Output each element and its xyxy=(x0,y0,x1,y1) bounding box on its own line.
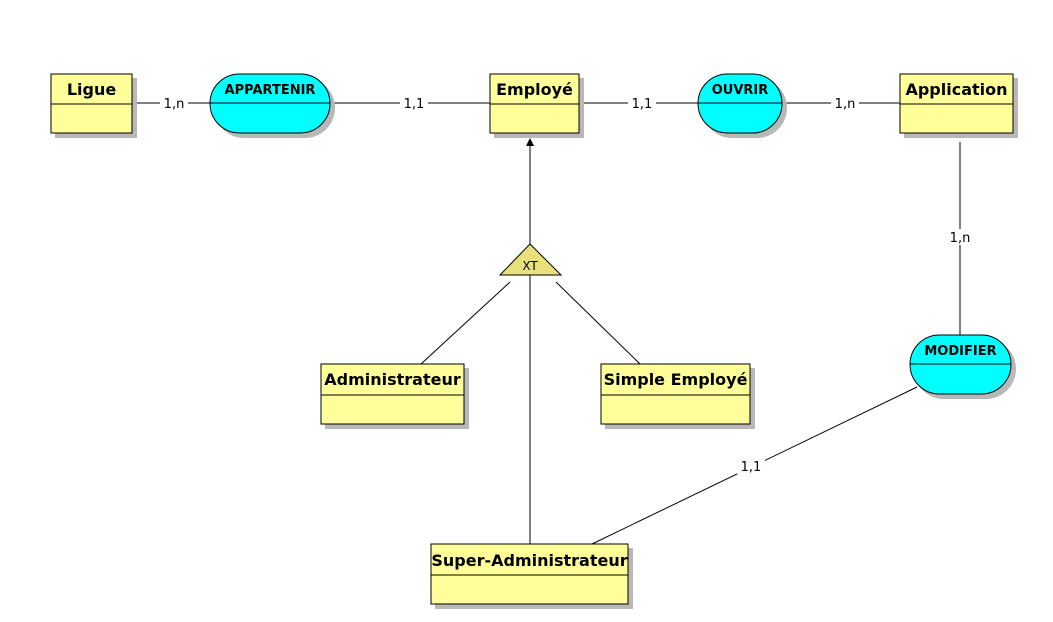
cardinality-application-modifier: 1,n xyxy=(950,231,971,246)
association-ouvrir-title: OUVRIR xyxy=(712,83,769,98)
entity-super-administrateur-title: Super-Administrateur xyxy=(431,551,627,570)
entity-ligue[interactable]: Ligue xyxy=(50,73,137,138)
cardinality-appartenir-employe: 1,1 xyxy=(404,97,425,112)
link-xt-simple-employe xyxy=(555,281,641,365)
inheritance-triangle xyxy=(498,243,563,276)
entity-application[interactable]: Application xyxy=(899,73,1018,138)
entity-employe[interactable]: Employé xyxy=(489,73,584,138)
entity-application-title: Application xyxy=(905,80,1007,99)
association-ouvrir[interactable]: OUVRIR xyxy=(697,73,787,138)
entity-ligue-title: Ligue xyxy=(67,80,117,99)
cardinality-ouvrir-application: 1,n xyxy=(835,97,856,112)
entity-simple-employe-title: Simple Employé xyxy=(604,370,748,389)
inheritance-xt[interactable]: XT xyxy=(498,243,563,276)
association-modifier[interactable]: MODIFIER xyxy=(909,334,1016,399)
entity-administrateur[interactable]: Administrateur xyxy=(320,363,469,429)
cardinality-ligue-appartenir: 1,n xyxy=(164,97,185,112)
association-appartenir-title: APPARTENIR xyxy=(225,83,316,98)
inheritance-label: XT xyxy=(522,259,538,273)
association-modifier-title: MODIFIER xyxy=(924,344,996,359)
entity-administrateur-title: Administrateur xyxy=(324,370,461,389)
connectors xyxy=(132,102,961,545)
entity-simple-employe[interactable]: Simple Employé xyxy=(600,363,755,429)
link-xt-administrateur xyxy=(420,281,511,365)
entity-employe-title: Employé xyxy=(496,80,573,99)
cardinality-labels: 1,n 1,1 1,1 1,n 1,n 1,1 xyxy=(160,95,974,475)
cardinality-modifier-super-admin: 1,1 xyxy=(741,460,762,475)
cardinality-employe-ouvrir: 1,1 xyxy=(632,97,653,112)
entity-super-administrateur[interactable]: Super-Administrateur xyxy=(430,543,633,609)
association-appartenir[interactable]: APPARTENIR xyxy=(209,73,335,138)
